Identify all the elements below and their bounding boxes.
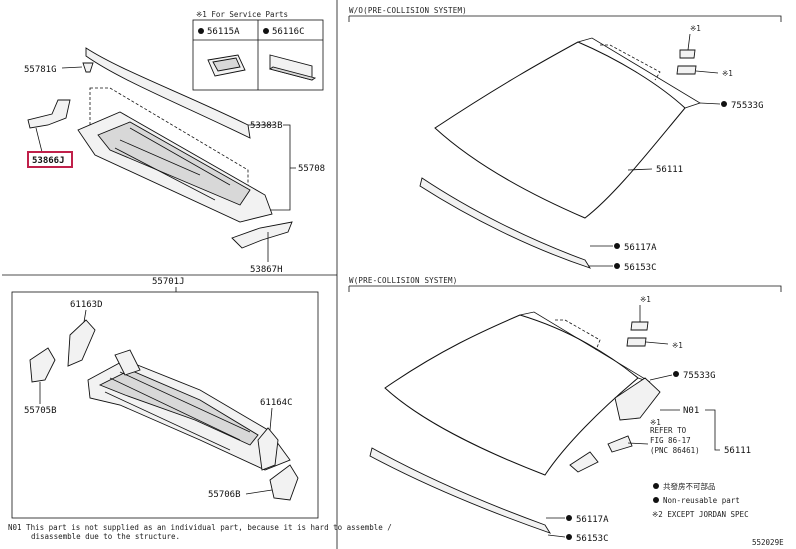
- label-61164C[interactable]: 61164C: [260, 398, 293, 408]
- label-61163D[interactable]: 61163D: [70, 300, 103, 310]
- refer-line-3[interactable]: (PNC 86461): [650, 446, 700, 455]
- label-56111-top[interactable]: 56111: [656, 165, 683, 175]
- seal-53866J: [27, 99, 71, 129]
- part-56116C-label[interactable]: 56116C: [272, 27, 305, 37]
- cowl-panel-frame: [11, 291, 319, 519]
- mark-bottom-1: ※1: [640, 295, 651, 304]
- label-56153C-top[interactable]: 56153C: [624, 263, 657, 273]
- weatherstrip-53383B: [85, 47, 251, 139]
- windshield-top: [419, 37, 701, 269]
- service-parts-title: ※1 For Service Parts: [196, 10, 288, 19]
- mark-bottom-2: ※1: [672, 341, 683, 350]
- label-56117A-top[interactable]: 56117A: [624, 243, 657, 253]
- mark-top-2: ※1: [722, 69, 733, 78]
- legend-japanese: 共發房不可部品: [663, 481, 716, 491]
- label-55705B[interactable]: 55705B: [24, 406, 57, 416]
- cowl-panel-drawing: [87, 349, 291, 471]
- header-with-precollision: W(PRE-COLLISION SYSTEM): [349, 276, 457, 285]
- mark-top-1: ※1: [690, 24, 701, 33]
- label-56153C-bottom[interactable]: 56153C: [576, 534, 609, 544]
- header-without-precollision: W/O(PRE-COLLISION SYSTEM): [349, 6, 467, 15]
- highlight-53866J: [27, 151, 73, 168]
- figure-code: 552029E: [752, 538, 784, 547]
- label-75533G-top[interactable]: 75533G: [731, 101, 764, 111]
- brace-61163D: [67, 319, 96, 367]
- legend-jordan-spec: ※2 EXCEPT JORDAN SPEC: [652, 510, 749, 519]
- footnote-line-1: N01 This part is not supplied as an indi…: [8, 523, 392, 532]
- clip-56115A-drawing: [207, 54, 246, 77]
- label-75533G-bottom[interactable]: 75533G: [683, 371, 716, 381]
- refer-line-1[interactable]: REFER TO: [650, 426, 687, 435]
- clip-55781G: [82, 62, 94, 73]
- windshield-bottom: [369, 311, 661, 534]
- label-N01[interactable]: N01: [683, 406, 699, 416]
- seal-55705B: [29, 347, 56, 383]
- label-53867H[interactable]: 53867H: [250, 265, 283, 275]
- label-55706B[interactable]: 55706B: [208, 490, 241, 500]
- label-55708[interactable]: 55708: [298, 164, 325, 174]
- mark-bottom-3: ※1: [650, 418, 661, 427]
- seal-55706B: [269, 464, 299, 501]
- label-55781G[interactable]: 55781G: [24, 65, 57, 75]
- brace-61164C: [257, 427, 279, 471]
- label-53866J[interactable]: 53866J: [32, 156, 65, 166]
- legend-non-reusable: Non-reusable part: [663, 496, 740, 505]
- cowl-assembly-top: [27, 47, 296, 262]
- tape-56116C-drawing: [268, 54, 317, 81]
- part-56115A-label[interactable]: 56115A: [207, 27, 240, 37]
- refer-line-2[interactable]: FIG 86-17: [650, 436, 691, 445]
- label-56111-bottom[interactable]: 56111: [724, 446, 751, 456]
- label-53383B[interactable]: 53383B: [250, 121, 283, 131]
- service-parts-box: ※1 For Service Parts 56115A 56116C: [192, 10, 324, 91]
- footnote-line-2: disassemble due to the structure.: [31, 532, 180, 541]
- label-55701J[interactable]: 55701J: [152, 277, 185, 287]
- label-56117A-bottom[interactable]: 56117A: [576, 515, 609, 525]
- bracket-53867H: [231, 221, 293, 249]
